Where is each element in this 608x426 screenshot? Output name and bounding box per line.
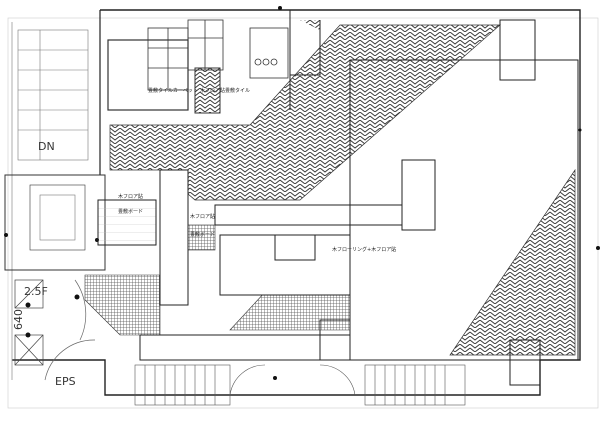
shaft-label: 2.5F xyxy=(24,285,48,298)
eps-label: EPS xyxy=(55,375,76,388)
dimension-label: 640 xyxy=(12,309,25,330)
label-wood-floor-left: 木フロア貼 xyxy=(118,193,143,200)
down-label: DN xyxy=(38,140,55,153)
wood-floor-corridor xyxy=(194,67,221,114)
grid-floor-left xyxy=(84,274,161,336)
herringbone-floor-edge xyxy=(300,20,320,30)
label-wood-floor-right: 木フローリング+木フロア貼 xyxy=(332,246,396,253)
label-tatami-left: 畳敷ボード xyxy=(118,208,143,215)
herringbone-floor-right xyxy=(449,168,576,356)
label-tatami-carpet: 畳敷タイルカーペット xyxy=(148,87,198,94)
column-markers xyxy=(4,6,600,380)
bottom-stairs xyxy=(134,364,466,406)
label-wood-floor-upper: 木フロア貼 xyxy=(200,87,225,94)
interior-partitions xyxy=(97,19,579,386)
stair-area xyxy=(4,29,106,271)
label-tatami-mid: 畳敷ボード xyxy=(190,231,215,238)
label-wood-floor-mid: 木フロア貼 xyxy=(190,213,215,220)
tatami-room xyxy=(107,19,289,111)
shaft-area xyxy=(14,279,96,381)
label-tatami-tile: 畳敷タイル xyxy=(225,87,250,94)
